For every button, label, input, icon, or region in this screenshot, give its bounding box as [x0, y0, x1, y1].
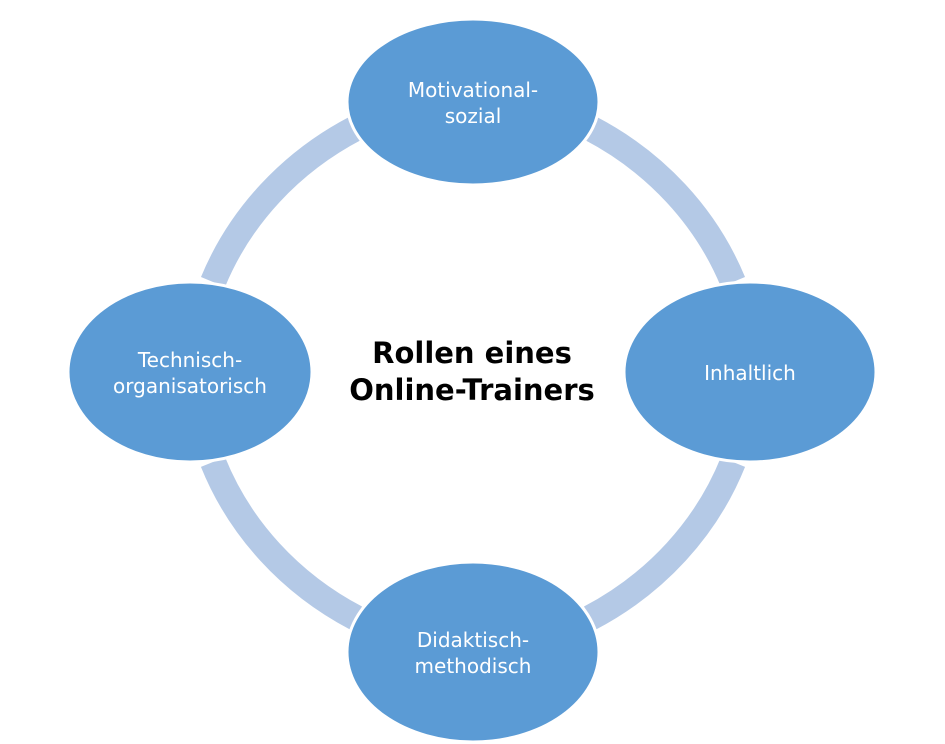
node-text-line: organisatorisch: [113, 373, 267, 398]
node-ellipse-technisch: [66, 280, 314, 464]
ring-arc-bottom-left: [200, 457, 363, 630]
node-label-technisch: Technisch- organisatorisch: [70, 285, 310, 460]
ring-arc-right-bottom: [583, 457, 746, 630]
node-text-line: Didaktisch-: [416, 627, 530, 652]
node-ellipse-motivational: [345, 17, 601, 187]
ring-arc-top-right: [583, 116, 746, 288]
node-ellipse-didaktisch: [345, 560, 601, 744]
center-title: Rollen eines Online-Trainers: [322, 335, 622, 409]
node-label-inhaltlich: Inhaltlich: [625, 285, 875, 460]
node-text-line: Technisch-: [137, 347, 243, 372]
node-ellipse-inhaltlich: [622, 280, 878, 464]
node-label-didaktisch: Didaktisch- methodisch: [348, 565, 598, 740]
ring-arc-left-top: [200, 116, 363, 288]
node-label-motivational: Motivational- sozial: [348, 20, 598, 185]
node-text-line: methodisch: [414, 653, 532, 678]
center-title-line: Rollen eines: [372, 336, 572, 370]
node-text-line: Motivational-: [407, 77, 539, 102]
node-text-line: Inhaltlich: [704, 360, 796, 385]
node-text-line: sozial: [444, 103, 502, 128]
center-title-line: Online-Trainers: [349, 373, 595, 407]
